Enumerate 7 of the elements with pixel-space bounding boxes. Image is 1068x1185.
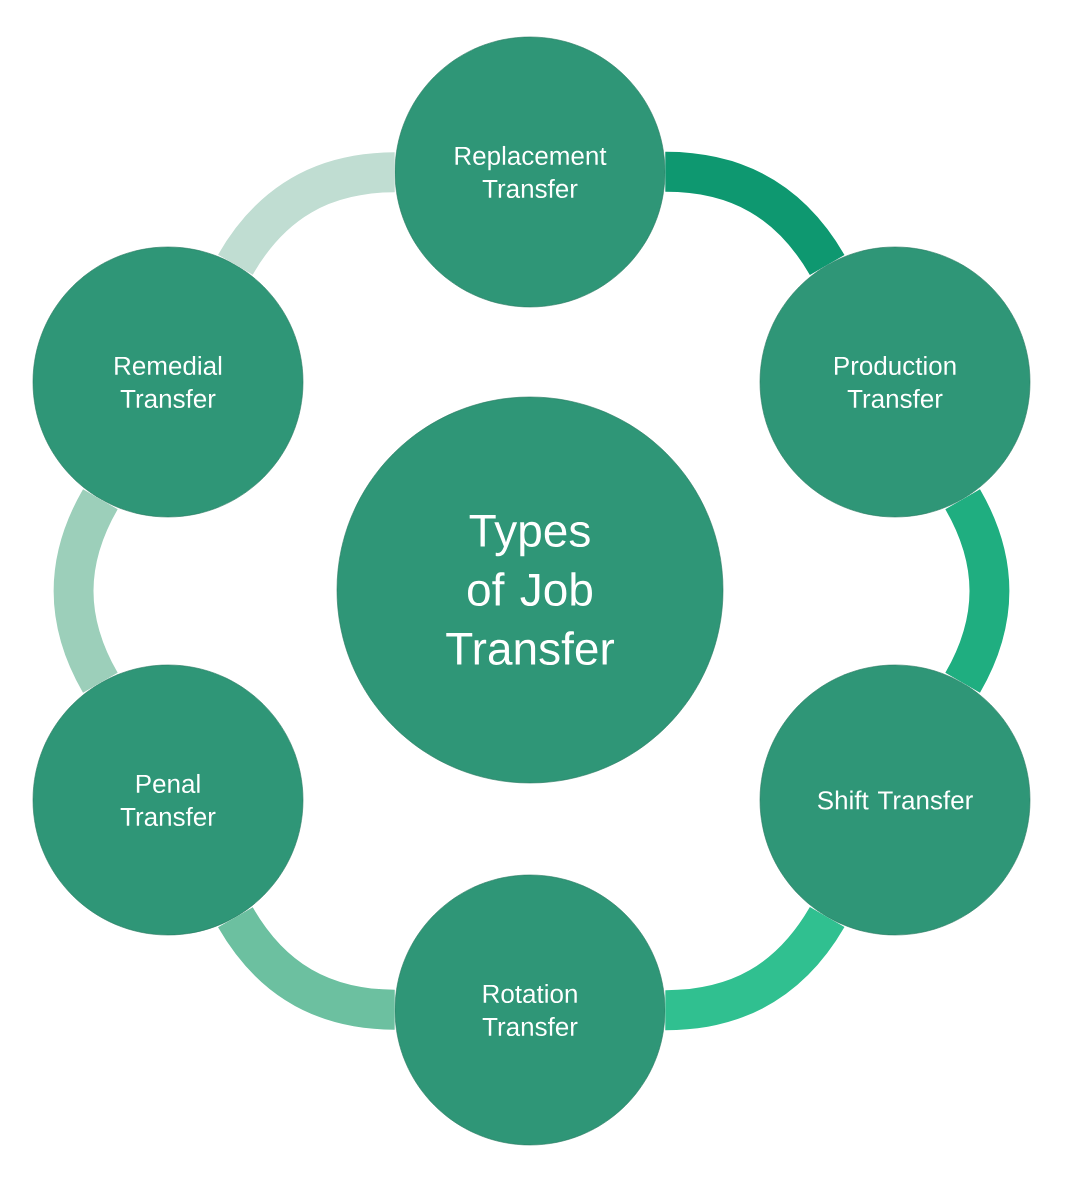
circle-node: Shift Transfer <box>759 664 1031 936</box>
circle-node: Remedial Transfer <box>32 246 304 518</box>
circle-node: Production Transfer <box>759 246 1031 518</box>
circle-node: Replacement Transfer <box>394 36 666 308</box>
circle-node: Penal Transfer <box>32 664 304 936</box>
circle-node: Types of Job Transfer <box>336 396 724 784</box>
circle-node: Rotation Transfer <box>394 874 666 1146</box>
